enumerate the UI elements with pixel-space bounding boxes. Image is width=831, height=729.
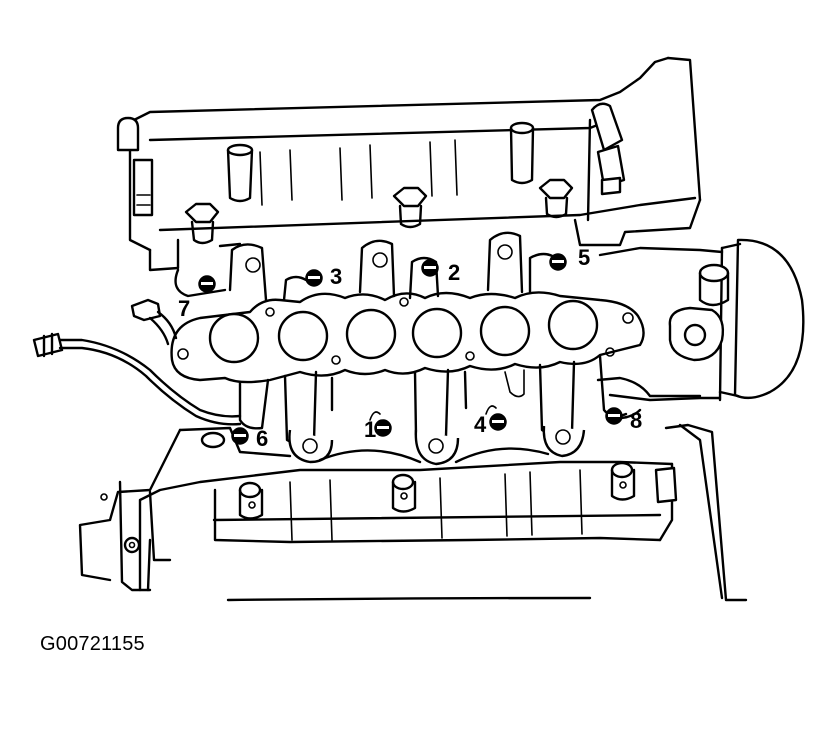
- manifold-bolt-2: [421, 259, 439, 277]
- manifold-bolt-8: [605, 407, 623, 425]
- callout-3: 3: [330, 264, 342, 289]
- callout-5: 5: [578, 245, 590, 270]
- manifold-bolt-6: [231, 427, 249, 445]
- block-boss: [391, 473, 417, 513]
- lower-cylinder-block: [78, 423, 748, 602]
- intake-port-6: [547, 299, 599, 351]
- intake-port-3: [345, 308, 397, 360]
- block-boss: [610, 461, 636, 501]
- cover-bolt: [392, 186, 428, 229]
- figure-id: G00721155: [40, 633, 145, 655]
- callout-7: 7: [178, 296, 190, 321]
- callout-2: 2: [448, 260, 460, 285]
- callout-4: 4: [474, 412, 487, 437]
- sensor-wire: [32, 298, 242, 426]
- cover-bolt: [184, 202, 220, 245]
- manifold-runners-lower: [238, 354, 702, 466]
- intake-port-2: [277, 310, 329, 362]
- manifold-bolt-3: [305, 269, 323, 287]
- intake-port-1: [208, 312, 260, 364]
- intake-port-5: [479, 305, 531, 357]
- manifold-bolt-1: [369, 411, 392, 437]
- upper-cylinder-head: [116, 56, 702, 272]
- callout-1: 1: [364, 417, 376, 442]
- manifold-bolt-4: [485, 405, 507, 431]
- cam-cover-stud: [226, 143, 254, 203]
- callout-6: 6: [256, 426, 268, 451]
- timing-pulley: [598, 238, 805, 402]
- manifold-runners-upper: [174, 231, 558, 302]
- manifold-gasket: [170, 291, 645, 384]
- block-boss: [238, 481, 264, 520]
- manifold-bolt-5: [549, 253, 567, 271]
- callout-8: 8: [630, 408, 642, 433]
- cover-bolt: [538, 178, 574, 219]
- intake-port-4: [411, 307, 463, 359]
- manifold-bolt-7: [198, 275, 216, 293]
- cam-cover-stud: [509, 121, 535, 185]
